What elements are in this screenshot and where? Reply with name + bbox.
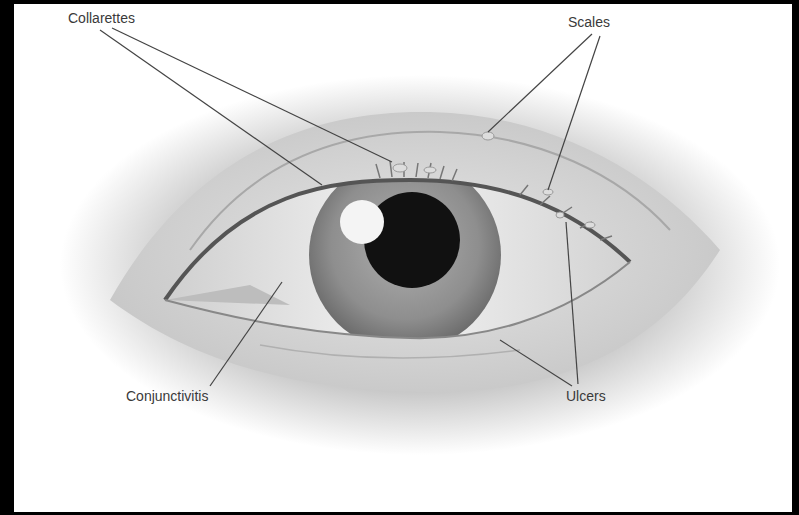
- part-label: Ulcers: [566, 388, 606, 405]
- part-label: Scales: [568, 14, 610, 31]
- part-label: Conjunctivitis: [126, 388, 208, 405]
- part-label: Collarettes: [68, 10, 135, 27]
